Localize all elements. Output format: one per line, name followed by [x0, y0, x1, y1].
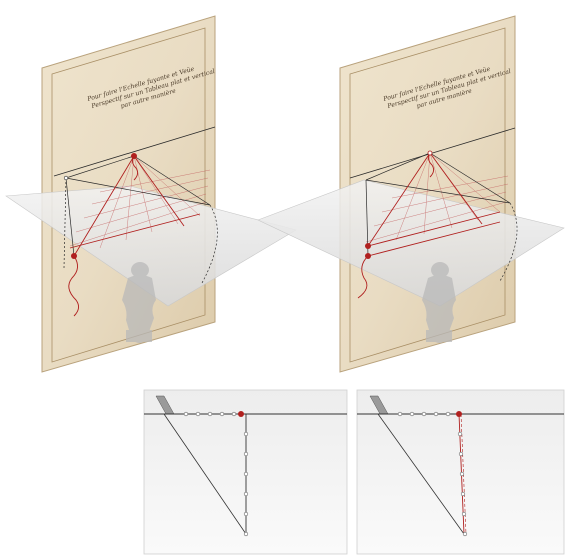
left-plan-view — [143, 389, 348, 555]
station-point-dot — [71, 253, 77, 259]
parchment-inner-frame — [51, 27, 206, 363]
horizon-line — [53, 126, 216, 177]
horizon-line — [349, 127, 516, 179]
statue-silhouette — [122, 262, 156, 343]
ground-plane — [257, 179, 565, 307]
grid-node — [63, 175, 69, 181]
eye-point-dot — [238, 411, 244, 417]
parchment-inner-frame — [349, 27, 506, 363]
measure-lines — [357, 152, 501, 299]
vanishing-point-dot — [427, 150, 433, 156]
station-point-dot-2 — [365, 253, 371, 259]
diagonal-line — [377, 413, 465, 535]
left-3d-view: Pour faire l'Echelle fuyante et Veüe Per… — [5, 15, 297, 373]
measure-lines — [68, 155, 201, 317]
diagonal-line — [163, 413, 247, 535]
tick-marks — [183, 411, 249, 537]
construction-lines — [63, 155, 218, 284]
eye-point-dot — [456, 411, 462, 417]
station-point-dot — [365, 243, 371, 249]
tick-marks — [397, 411, 468, 537]
statue-silhouette — [422, 262, 456, 343]
right-3d-view: Pour faire l'Echelle fuyante et Veüe Per… — [257, 15, 565, 373]
right-plan-view — [356, 389, 565, 555]
plan-frame — [356, 389, 565, 555]
vanishing-point-dot — [131, 153, 137, 159]
